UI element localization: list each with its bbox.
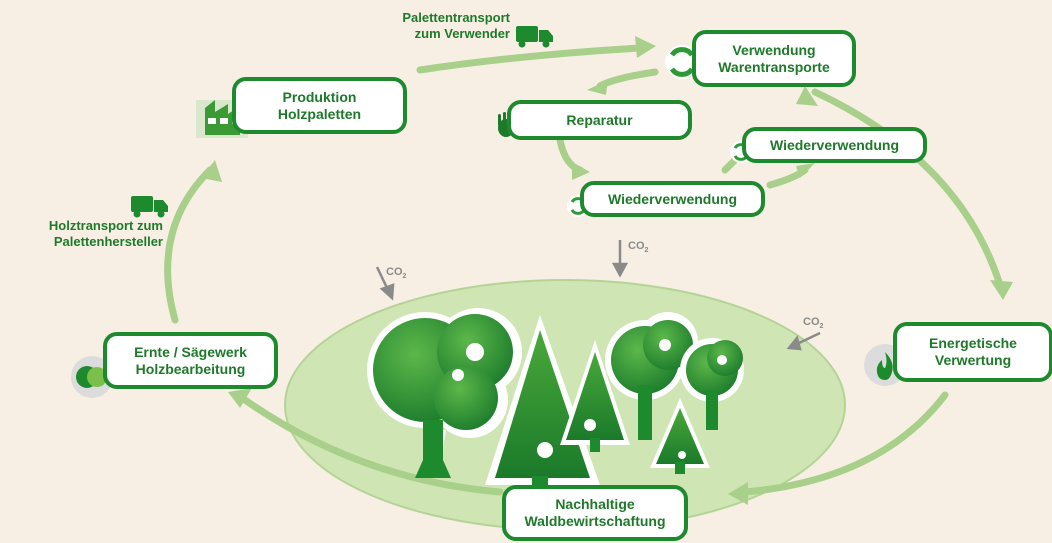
node-energetische: Energetische Verwertung [893, 322, 1052, 382]
truck-icon [516, 26, 553, 48]
co2-subscript: 2 [819, 323, 824, 331]
node-label: Holzpaletten [277, 105, 362, 122]
node-label: Waldbewirtschaftung [524, 513, 666, 529]
node-ernte: Ernte / Sägewerk Holzbearbeitung [103, 332, 278, 389]
label-line: Palettenhersteller [53, 234, 163, 249]
label-holztransport: Holztransport zum Palettenhersteller [8, 218, 163, 250]
tree-icon [560, 340, 630, 452]
node-reparatur: Reparatur [507, 100, 692, 140]
label-line: Palettentransport [402, 10, 510, 25]
node-produktion: Produktion Holzpaletten [232, 77, 407, 134]
node-label: Produktion [282, 88, 357, 105]
node-label: Wiederverwendung [607, 190, 737, 207]
co2-text: CO [803, 316, 820, 328]
node-label: Holzbearbeitung [135, 360, 246, 377]
co2-text: CO [386, 266, 403, 278]
tree-icon [605, 312, 698, 440]
co2-label: CO2 [803, 316, 823, 330]
node-nachhaltige: Nachhaltige Waldbewirtschaftung [502, 485, 688, 541]
node-label: Warentransporte [718, 58, 830, 75]
co2-label: CO2 [386, 266, 406, 280]
node-label: Ernte / Sägewerk [134, 343, 247, 360]
node-wiederverwendung-right: Wiederverwendung [742, 127, 927, 163]
co2-label: CO2 [628, 240, 648, 254]
tree-icon [680, 338, 744, 430]
label-line: Holztransport zum [48, 218, 163, 233]
arrow-heads [201, 36, 1013, 505]
wood-log-icon [71, 356, 113, 398]
label-line: zum Verwender [414, 26, 510, 41]
co2-subscript: 2 [402, 273, 407, 281]
tree-icon [367, 308, 522, 478]
tree-icon [650, 398, 710, 474]
node-label: Energetische [929, 335, 1017, 351]
node-label: Nachhaltige [555, 496, 635, 512]
node-label: Reparatur [566, 111, 633, 128]
node-verwendung: Verwendung Warentransporte [692, 30, 856, 87]
node-label: Verwertung [934, 352, 1012, 368]
node-label: Verwendung [732, 41, 816, 58]
node-wiederverwendung-lower: Wiederverwendung [580, 181, 765, 217]
node-label: Wiederverwendung [769, 136, 899, 153]
label-palettentransport: Palettentransport zum Verwender [360, 10, 510, 42]
recycle-icon [665, 45, 699, 79]
co2-text: CO [628, 240, 645, 252]
co2-arrows [375, 240, 821, 351]
co2-subscript: 2 [644, 247, 649, 255]
truck-icon [131, 196, 168, 218]
